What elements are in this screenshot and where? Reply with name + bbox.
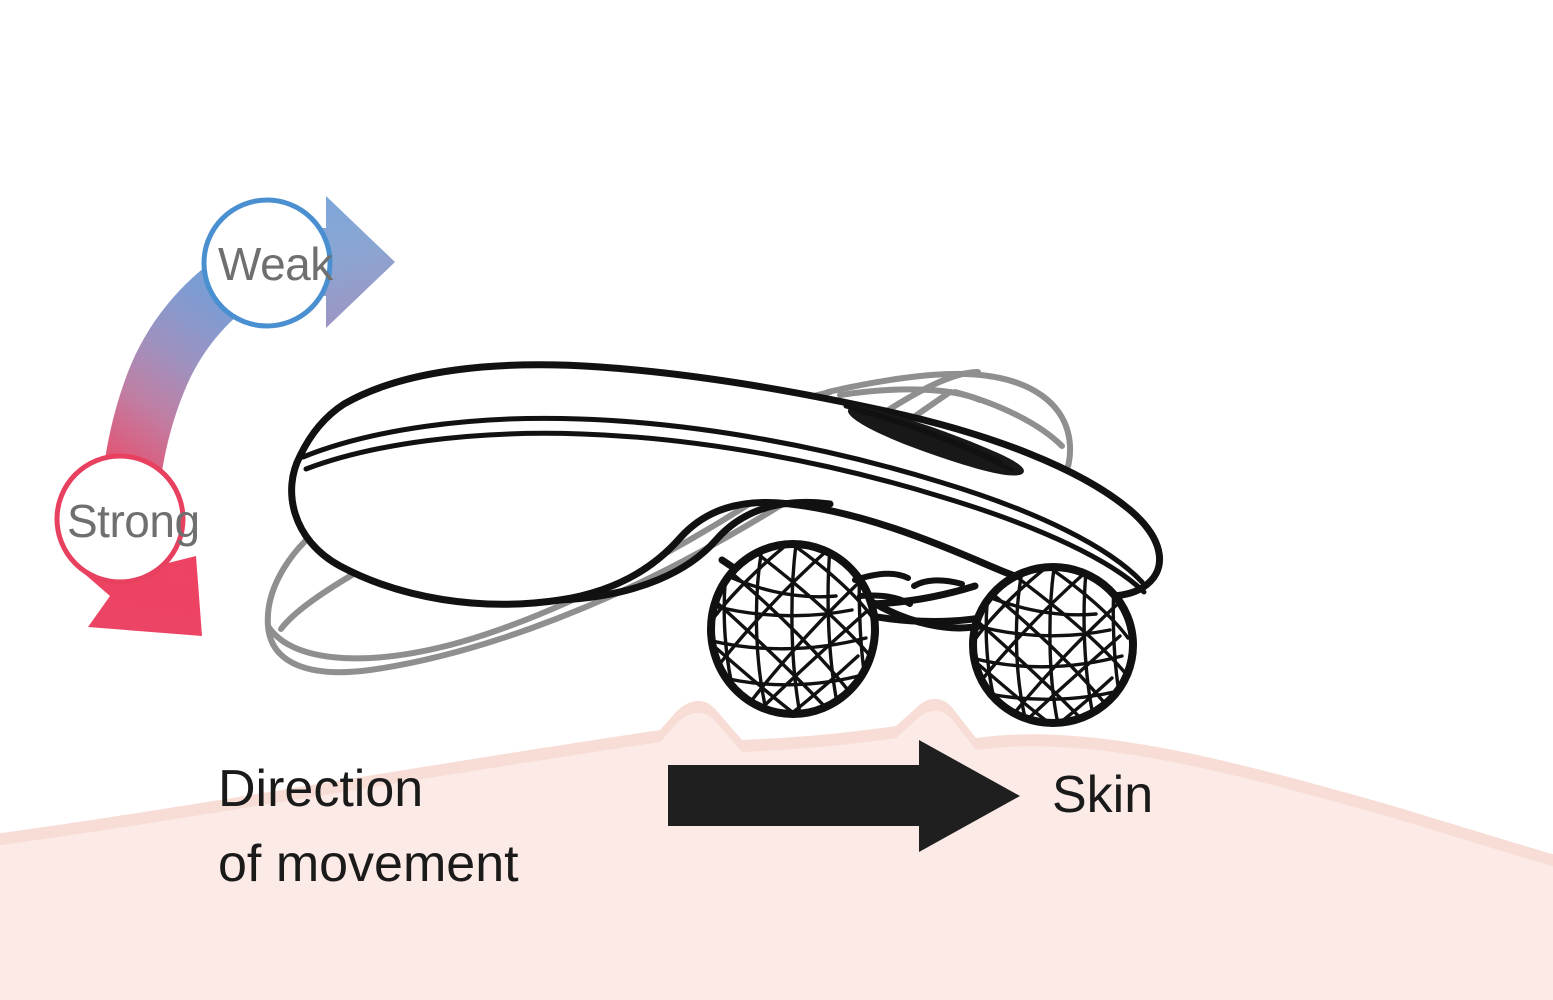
roller-ball-front bbox=[707, 540, 913, 718]
weak-label: Weak bbox=[218, 238, 333, 290]
weak-indicator-circle bbox=[201, 197, 333, 329]
strong-label: Strong bbox=[67, 495, 200, 547]
device-slot-detail bbox=[843, 403, 1024, 476]
direction-label-line2: of movement bbox=[218, 835, 519, 893]
direction-label-line1: Direction bbox=[218, 760, 424, 818]
movement-direction-arrow bbox=[668, 740, 1020, 852]
roller-ball-back bbox=[911, 563, 1137, 727]
skin-surface bbox=[0, 698, 1553, 1000]
skin-label: Skin bbox=[1052, 766, 1154, 824]
device-seam-lines bbox=[300, 415, 1147, 595]
roller-axle bbox=[868, 598, 984, 632]
massage-device-body bbox=[288, 361, 1164, 608]
strong-indicator-circle bbox=[54, 453, 186, 585]
